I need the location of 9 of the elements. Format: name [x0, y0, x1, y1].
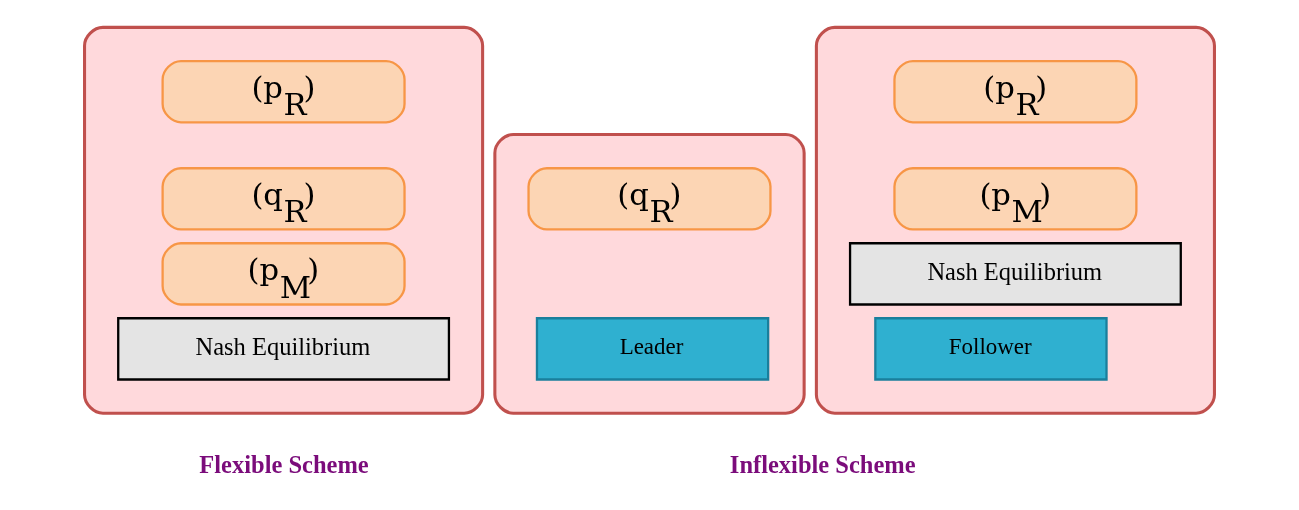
node-box: Leader — [535, 316, 770, 381]
node-box: Nash Equilibrium — [117, 316, 451, 381]
cluster — [814, 25, 1216, 415]
node-box: Nash Equilibrium — [848, 241, 1182, 306]
label: Inflexible Scheme — [729, 450, 916, 478]
cluster — [493, 132, 806, 415]
cluster — [83, 25, 485, 415]
node-box: Follower — [874, 316, 1108, 381]
label: Flexible Scheme — [199, 450, 369, 478]
